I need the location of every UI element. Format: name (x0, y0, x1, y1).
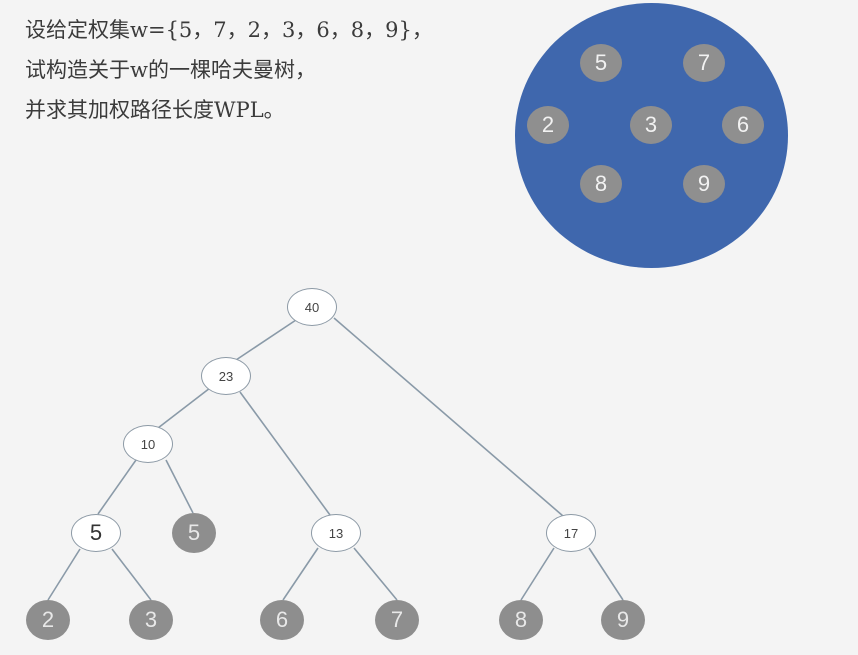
edge-10-5-leaf (165, 459, 194, 514)
edge-17-9 (588, 547, 624, 601)
edge-23-13 (239, 391, 331, 516)
pool-node-7: 7 (683, 44, 725, 82)
weights-pool-circle: 5 7 2 3 6 8 9 (515, 3, 788, 268)
question-text: 设给定权集w={5，7，2，3，6，8，9}， 试构造关于w的一棵哈夫曼树， 并… (25, 10, 495, 130)
tree-node-17: 17 (546, 514, 596, 552)
pool-node-2: 2 (527, 106, 569, 144)
tree-leaf-5: 5 (172, 513, 216, 553)
edge-5-2 (47, 548, 81, 601)
tree-leaf-9: 9 (601, 600, 645, 640)
pool-node-3: 3 (630, 106, 672, 144)
edge-23-10 (157, 387, 211, 429)
edge-40-17 (333, 317, 564, 517)
pool-node-5: 5 (580, 44, 622, 82)
tree-leaf-6: 6 (260, 600, 304, 640)
tree-leaf-8: 8 (499, 600, 543, 640)
question-line-2: 试构造关于w的一棵哈夫曼树， (25, 58, 316, 82)
edge-17-8 (520, 547, 555, 601)
edge-13-7 (353, 547, 398, 601)
tree-node-13: 13 (311, 514, 361, 552)
tree-node-23: 23 (201, 357, 251, 395)
tree-node-10: 10 (123, 425, 173, 463)
tree-node-5-internal: 5 (71, 514, 121, 552)
tree-leaf-3: 3 (129, 600, 173, 640)
pool-node-9: 9 (683, 165, 725, 203)
edge-13-6 (282, 547, 319, 601)
tree-leaf-7: 7 (375, 600, 419, 640)
question-line-3: 并求其加权路径长度WPL。 (25, 98, 285, 122)
edge-5-3 (111, 548, 152, 601)
question-line-1: 设给定权集w={5，7，2，3，6，8，9}， (25, 18, 433, 42)
edge-40-23 (235, 319, 297, 361)
tree-node-40: 40 (287, 288, 337, 326)
tree-leaf-2: 2 (26, 600, 70, 640)
pool-node-8: 8 (580, 165, 622, 203)
edge-10-5 (97, 459, 137, 515)
pool-node-6: 6 (722, 106, 764, 144)
